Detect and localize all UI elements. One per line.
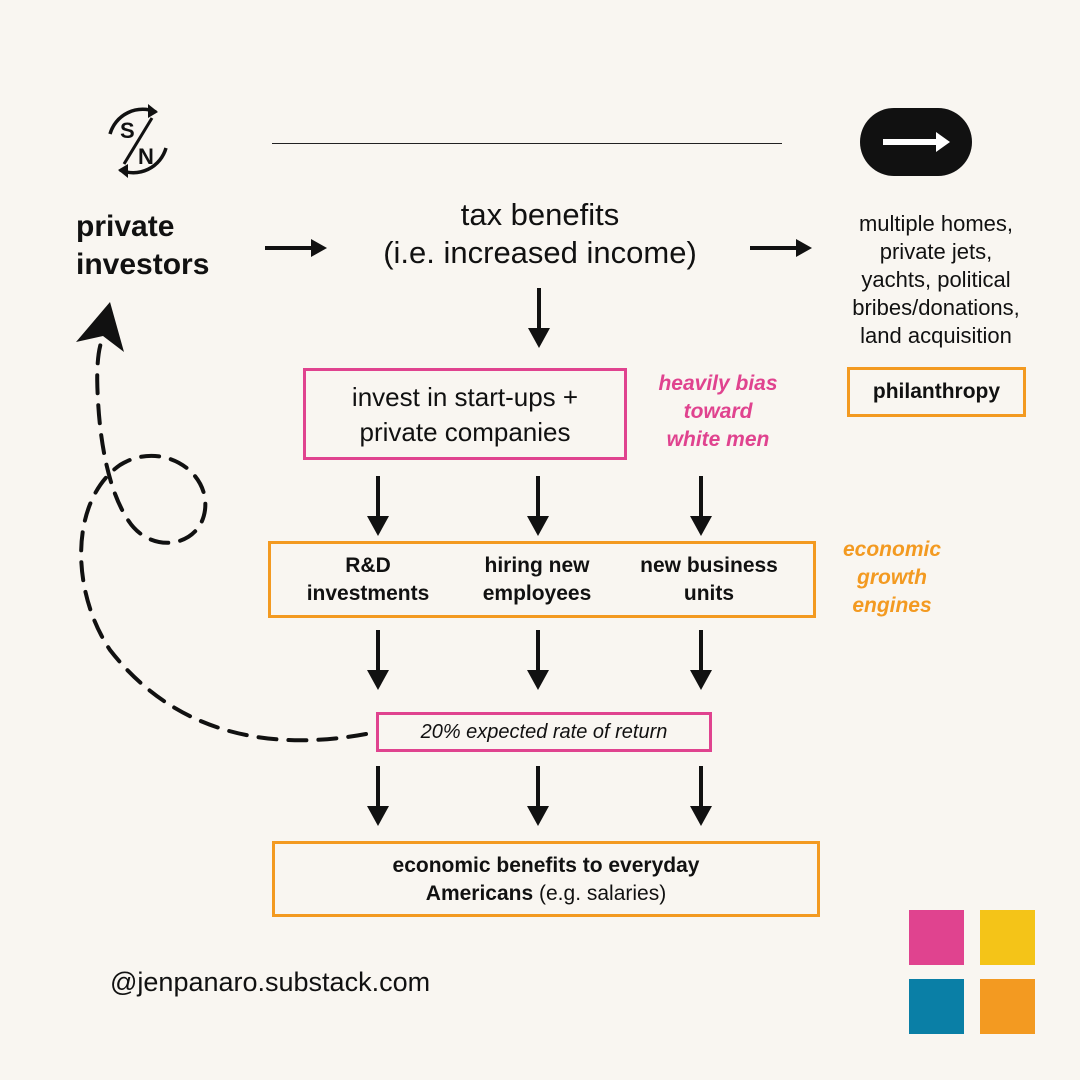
logo-cycle-icon: S N	[108, 104, 168, 178]
growth-engines-label: economic growth engines	[842, 538, 942, 617]
philanthropy-label: philanthropy	[872, 380, 1001, 403]
logo: S N	[98, 100, 178, 182]
arrow-pill-icon	[860, 108, 972, 176]
return-rate-box: 20% expected rate of return	[376, 712, 712, 752]
logo-letter-n: N	[138, 144, 154, 169]
logo-letter-s: S	[120, 118, 135, 143]
top-divider	[272, 143, 782, 144]
growth-engines-box: R&D investments hiring new employees new…	[268, 541, 816, 618]
invest-line2: private companies	[359, 417, 571, 447]
color-square-yellow	[980, 910, 1035, 965]
engine-hiring: hiring new employees	[482, 554, 592, 605]
private-investors-title: private investors	[76, 210, 210, 281]
engine-business-units: new business units	[640, 554, 778, 605]
return-rate-label: 20% expected rate of return	[420, 721, 668, 743]
arrow-down-icon	[686, 630, 716, 692]
engine-rd: R&D investments	[306, 554, 430, 605]
arrow-down-icon	[686, 766, 716, 828]
color-square-orange	[980, 979, 1035, 1034]
everyday-benefits-box: economic benefits to everyday Americans …	[272, 841, 820, 917]
arrow-down-icon	[686, 476, 716, 538]
color-square-teal	[909, 979, 964, 1034]
arrow-down-icon	[363, 476, 393, 538]
arrow-down-icon	[363, 766, 393, 828]
arrow-right-icon	[750, 236, 814, 265]
philanthropy-box: philanthropy	[847, 367, 1026, 417]
arrow-down-icon	[524, 288, 554, 350]
invest-box: invest in start-ups + private companies	[303, 368, 627, 460]
substack-handle: @jenpanaro.substack.com	[110, 967, 431, 997]
luxury-spending-list: multiple homes, private jets, yachts, po…	[852, 211, 1020, 348]
invest-line1: invest in start-ups +	[351, 382, 579, 412]
bias-note: heavily bias toward white men	[658, 372, 778, 451]
arrow-down-icon	[523, 630, 553, 692]
color-square-pink	[909, 910, 964, 965]
arrow-right-icon	[265, 236, 329, 265]
arrow-down-icon	[523, 766, 553, 828]
benefits-line2: Americans (e.g. salaries)	[425, 882, 667, 905]
arrow-down-icon	[523, 476, 553, 538]
arrow-down-icon	[363, 630, 393, 692]
benefits-line1: economic benefits to everyday	[392, 854, 700, 877]
tax-benefits-text: tax benefits (i.e. increased income)	[383, 197, 697, 270]
